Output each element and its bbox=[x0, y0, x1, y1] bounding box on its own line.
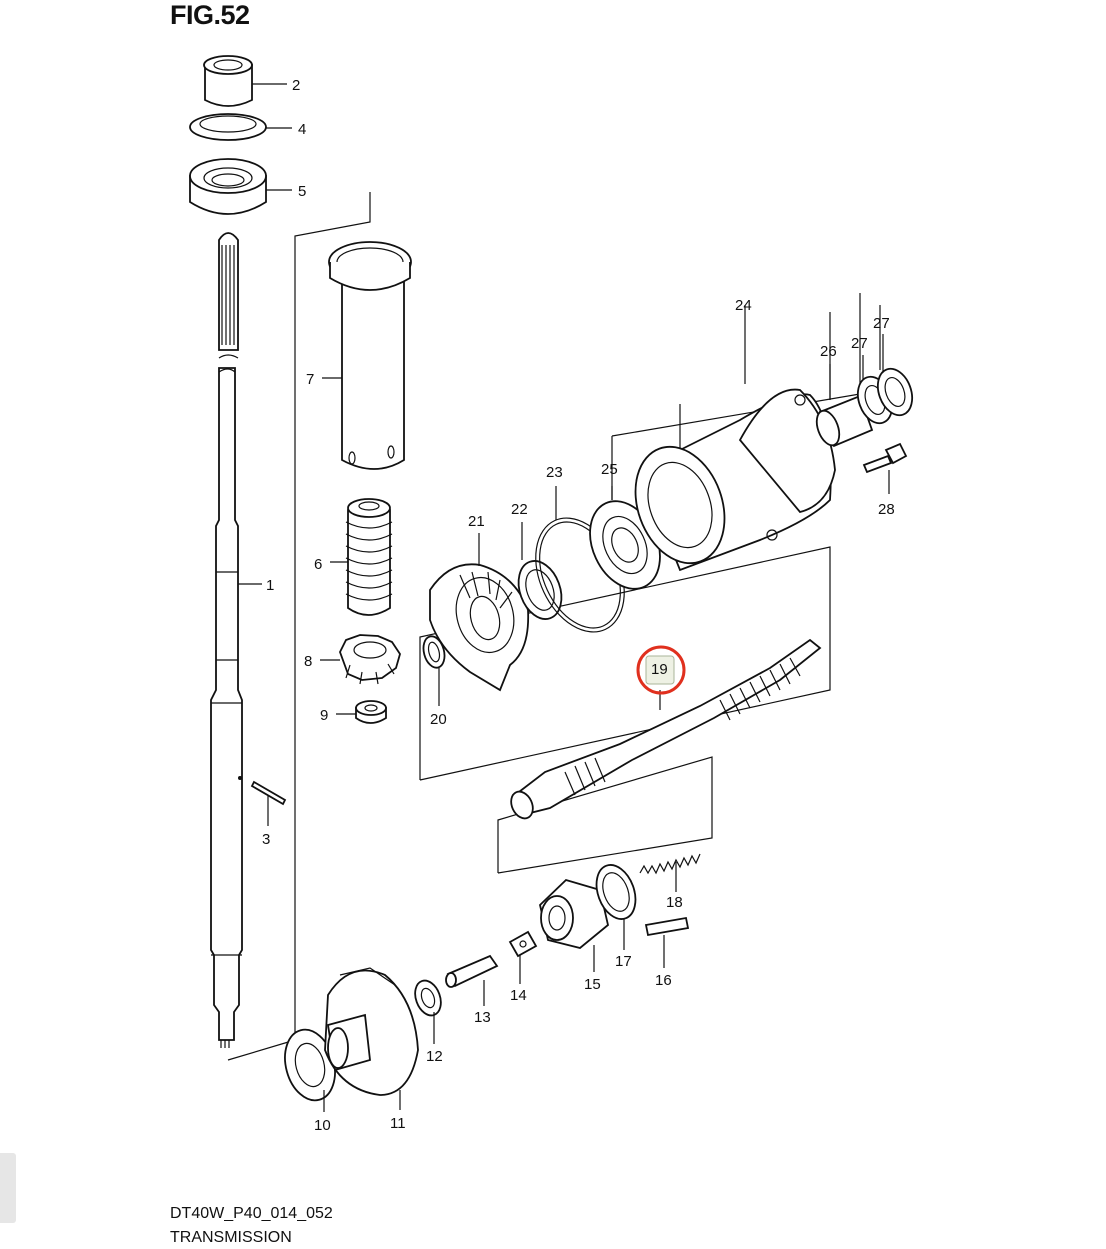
part-20-circlip[interactable] bbox=[420, 634, 448, 670]
callout-25: 25 bbox=[601, 461, 618, 478]
callout-16: 16 bbox=[655, 972, 672, 989]
callout-7: 7 bbox=[306, 371, 314, 388]
part-11-bevel-gear[interactable] bbox=[324, 967, 419, 1096]
part-13-plunger[interactable] bbox=[445, 954, 499, 988]
callout-20: 20 bbox=[430, 711, 447, 728]
callout-8: 8 bbox=[304, 653, 312, 670]
callout-19-badge bbox=[645, 655, 675, 685]
callout-10: 10 bbox=[314, 1117, 331, 1134]
callout-14: 14 bbox=[510, 987, 527, 1004]
callout-leaders bbox=[238, 83, 890, 1112]
callout-12: 12 bbox=[426, 1048, 443, 1065]
callout-5: 5 bbox=[298, 183, 306, 200]
part-21-forward-gear[interactable] bbox=[429, 563, 530, 692]
callout-27b: 27 bbox=[873, 315, 890, 332]
part-14-slider[interactable] bbox=[508, 930, 538, 958]
callout-4: 4 bbox=[298, 121, 306, 138]
callout-numbers: 1 2 3 4 5 6 7 8 9 10 11 12 13 14 15 16 1… bbox=[262, 77, 895, 1134]
callout-3: 3 bbox=[262, 831, 270, 848]
group-brackets bbox=[227, 192, 881, 1061]
part-24-housing[interactable] bbox=[620, 388, 836, 576]
side-tab[interactable] bbox=[0, 1153, 16, 1223]
part-2-bushing[interactable] bbox=[203, 55, 253, 107]
part-28-bolt[interactable] bbox=[862, 442, 908, 474]
callout-2: 2 bbox=[292, 77, 300, 94]
caption-code: DT40W_P40_014_052 bbox=[170, 1205, 333, 1222]
part-17-spring-ring[interactable] bbox=[590, 860, 643, 925]
callout-17: 17 bbox=[615, 953, 632, 970]
part-8-pinion[interactable] bbox=[339, 634, 401, 685]
callout-9: 9 bbox=[320, 707, 328, 724]
callout-13: 13 bbox=[474, 1009, 491, 1026]
callout-26: 26 bbox=[820, 343, 837, 360]
part-4-washer[interactable] bbox=[189, 113, 267, 141]
caption-name: TRANSMISSION bbox=[170, 1229, 292, 1246]
part-12-shim[interactable] bbox=[411, 977, 446, 1019]
callout-11: 11 bbox=[390, 1115, 406, 1132]
callout-1: 1 bbox=[266, 577, 274, 594]
highlight-callout-19[interactable]: 19 bbox=[636, 645, 686, 695]
part-5-bearing[interactable] bbox=[189, 158, 267, 215]
callout-15: 15 bbox=[584, 976, 601, 993]
callout-18: 18 bbox=[666, 894, 683, 911]
callout-21: 21 bbox=[468, 513, 485, 530]
part-15-clutch[interactable] bbox=[539, 878, 610, 949]
part-27-oil-seal-b[interactable] bbox=[872, 364, 918, 420]
part-18-spring[interactable] bbox=[639, 853, 701, 875]
part-16-pin[interactable] bbox=[644, 916, 690, 937]
callout-19: 19 bbox=[651, 661, 668, 678]
callout-28: 28 bbox=[878, 501, 895, 518]
part-3-pin[interactable] bbox=[250, 780, 287, 806]
part-1-driveshaft[interactable] bbox=[210, 232, 243, 1048]
callout-23: 23 bbox=[546, 464, 563, 481]
callout-27a: 27 bbox=[851, 335, 868, 352]
callout-6: 6 bbox=[314, 556, 322, 573]
figure-title: FIG.52 bbox=[170, 0, 250, 30]
callout-24: 24 bbox=[735, 297, 752, 314]
highlight-ring bbox=[636, 645, 686, 695]
part-26-bushing[interactable] bbox=[812, 394, 874, 448]
part-9-nut[interactable] bbox=[355, 700, 387, 724]
callout-22: 22 bbox=[511, 501, 528, 518]
part-19-propeller-shaft[interactable] bbox=[507, 638, 822, 822]
part-6-spring[interactable] bbox=[345, 498, 393, 616]
part-7-sleeve[interactable] bbox=[328, 241, 412, 470]
